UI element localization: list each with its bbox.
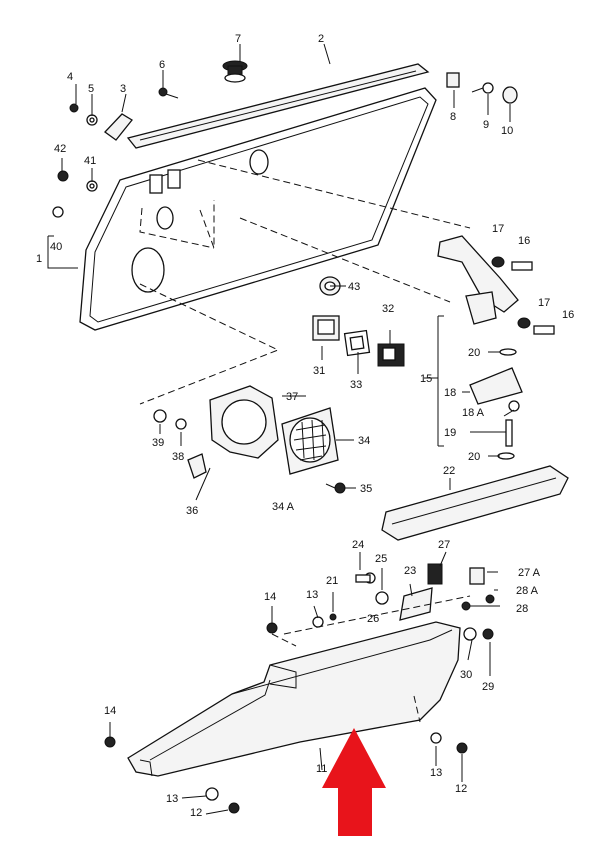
clip-8 [446, 72, 460, 88]
grommet-7 [222, 60, 248, 83]
label-15: 15 [420, 373, 432, 385]
label-33: 33 [350, 379, 362, 391]
speaker-grille-34 [281, 407, 339, 475]
label-24: 24 [352, 539, 364, 551]
fasteners-35-39 [153, 409, 346, 494]
label-32: 32 [382, 303, 394, 315]
label-9: 9 [483, 119, 489, 131]
callout-labels: 7 2 4 5 3 6 8 9 10 42 41 40 1 17 16 43 1… [36, 33, 574, 819]
label-13b: 13 [430, 767, 442, 779]
screw-9 [471, 82, 494, 94]
label-12a: 12 [455, 783, 467, 795]
label-30: 30 [460, 669, 472, 681]
label-20b: 20 [468, 451, 480, 463]
label-14b: 14 [104, 705, 116, 717]
door-pocket-11 [127, 621, 461, 777]
door-trim-panel [79, 87, 437, 331]
label-21: 21 [326, 575, 338, 587]
label-36: 36 [186, 505, 198, 517]
label-16a: 16 [518, 235, 530, 247]
label-26: 26 [367, 613, 379, 625]
label-23: 23 [404, 565, 416, 577]
label-1: 1 [36, 253, 42, 265]
label-16b: 16 [562, 309, 574, 321]
label-40: 40 [50, 241, 62, 253]
label-13c: 13 [166, 793, 178, 805]
label-39: 39 [152, 437, 164, 449]
label-17a: 17 [492, 223, 504, 235]
label-29: 29 [482, 681, 494, 693]
label-34a: 34 A [272, 501, 295, 513]
label-18a: 18 A [462, 407, 485, 419]
label-43: 43 [348, 281, 360, 293]
red-arrow-indicator [322, 728, 386, 836]
pocket-parts-23-30 [104, 563, 495, 814]
label-19: 19 [444, 427, 456, 439]
label-2: 2 [318, 33, 324, 45]
label-3: 3 [120, 83, 126, 95]
leader-lines [47, 43, 515, 815]
switch-32 [377, 343, 405, 367]
cap-10 [502, 86, 518, 104]
speaker-housing-37 [209, 385, 279, 459]
label-22: 22 [443, 465, 455, 477]
label-5: 5 [88, 83, 94, 95]
switch-frame-33 [343, 329, 371, 357]
trim-clip-3 [104, 113, 133, 141]
label-28: 28 [516, 603, 528, 615]
label-7: 7 [235, 33, 241, 45]
label-37: 37 [286, 391, 298, 403]
label-6: 6 [159, 59, 165, 71]
label-12b: 12 [190, 807, 202, 819]
label-20a: 20 [468, 347, 480, 359]
label-31: 31 [313, 365, 325, 377]
label-41: 41 [84, 155, 96, 167]
armrest-pad-22 [381, 465, 569, 541]
label-27a: 27 A [518, 567, 541, 579]
label-10: 10 [501, 125, 513, 137]
switch-31 [312, 315, 340, 341]
label-8: 8 [450, 111, 456, 123]
label-28a: 28 A [516, 585, 539, 597]
label-34: 34 [358, 435, 370, 447]
screws-upper-left [52, 87, 179, 218]
label-25: 25 [375, 553, 387, 565]
label-11: 11 [316, 763, 327, 775]
label-13a: 13 [306, 589, 318, 601]
bracket-parts-18-20 [469, 348, 523, 460]
label-17b: 17 [538, 297, 550, 309]
label-14a: 14 [264, 591, 276, 603]
armrest-bracket-15 [437, 235, 555, 335]
label-35: 35 [360, 483, 372, 495]
label-42: 42 [54, 143, 66, 155]
label-38: 38 [172, 451, 184, 463]
label-27: 27 [438, 539, 450, 551]
window-sill-strip [126, 63, 430, 149]
label-18: 18 [444, 387, 456, 399]
label-4: 4 [67, 71, 73, 83]
